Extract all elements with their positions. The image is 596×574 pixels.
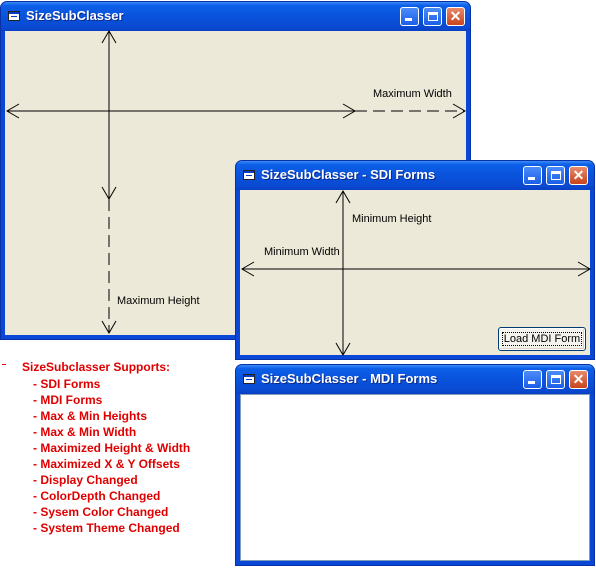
list-item: - System Theme Changed [33, 521, 180, 535]
list-item: - Max & Min Heights [33, 409, 148, 423]
sdi-client-area[interactable]: Minimum Height Minimum Width Load MDI Fo… [240, 190, 591, 356]
minimize-icon [405, 18, 412, 21]
sdi-window-title: SizeSubClasser - SDI Forms [261, 167, 436, 182]
minimum-width-label: Minimum Width [264, 246, 340, 258]
app-icon[interactable] [243, 374, 255, 384]
maximize-button[interactable] [423, 7, 442, 26]
mdi-window[interactable]: SizeSubClasser - MDI Forms ✕ [235, 364, 595, 566]
sdi-window[interactable]: SizeSubClasser - SDI Forms ✕ Minimum Hei… [235, 160, 595, 360]
close-button[interactable]: ✕ [446, 7, 465, 26]
list-item: - Max & Min Width [33, 425, 137, 439]
close-button[interactable]: ✕ [569, 166, 588, 185]
load-mdi-form-button[interactable]: Load MDI Form [498, 327, 586, 351]
maximize-icon [551, 375, 561, 384]
app-icon[interactable] [243, 170, 255, 180]
minimum-height-label: Minimum Height [352, 213, 432, 225]
close-button[interactable]: ✕ [569, 370, 588, 389]
minimize-button[interactable] [400, 7, 419, 26]
list-item: - MDI Forms [33, 393, 103, 407]
list-item: - Maximized X & Y Offsets [33, 457, 180, 471]
mdi-titlebar[interactable]: SizeSubClasser - MDI Forms ✕ [236, 365, 594, 394]
close-icon: ✕ [572, 371, 585, 387]
list-item: - Display Changed [33, 473, 138, 487]
main-arrows [6, 30, 466, 334]
maximum-height-label: Maximum Height [117, 295, 200, 307]
list-item: - Sysem Color Changed [33, 505, 169, 519]
list-item: - SDI Forms [33, 377, 101, 391]
mdi-window-title: SizeSubClasser - MDI Forms [261, 371, 438, 386]
maximum-width-label: Maximum Width [373, 88, 452, 100]
mdi-client-area[interactable] [240, 394, 590, 561]
maximize-button[interactable] [546, 370, 565, 389]
maximize-icon [551, 171, 561, 180]
minimize-button[interactable] [523, 370, 542, 389]
maximize-icon [428, 12, 438, 21]
sdi-arrows [241, 190, 591, 356]
sdi-titlebar[interactable]: SizeSubClasser - SDI Forms ✕ [236, 161, 594, 190]
list-item: - ColorDepth Changed [33, 489, 161, 503]
load-mdi-form-label: Load MDI Form [501, 331, 583, 346]
minimize-button[interactable] [523, 166, 542, 185]
bullet-mark [2, 364, 6, 365]
feature-items: - SDI Forms - MDI Forms - Max & Min Heig… [33, 376, 190, 536]
main-window-title: SizeSubClasser [26, 8, 124, 23]
feature-heading: SizeSubclasser Supports: [22, 360, 171, 374]
maximize-button[interactable] [546, 166, 565, 185]
list-item: - Maximized Height & Width [33, 441, 191, 455]
app-icon[interactable] [8, 11, 20, 21]
minimize-icon [528, 177, 535, 180]
close-icon: ✕ [572, 167, 585, 183]
close-icon: ✕ [449, 8, 462, 24]
minimize-icon [528, 381, 535, 384]
main-titlebar[interactable]: SizeSubClasser ✕ [1, 2, 470, 31]
